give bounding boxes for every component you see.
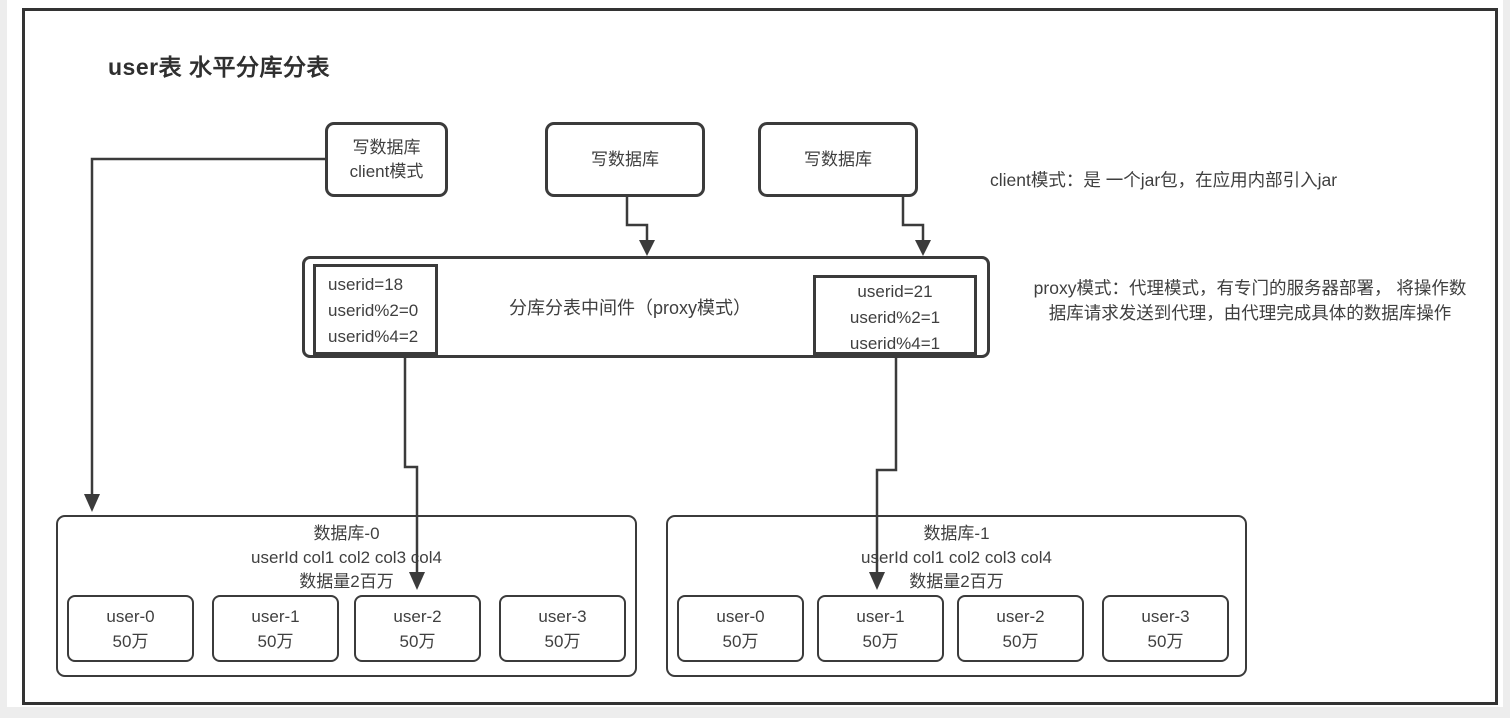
proxy-mode-note-line2: 据库请求发送到代理，由代理完成具体的数据库操作 [1048, 303, 1452, 323]
db0-table-user-3: user-3 50万 [499, 595, 626, 662]
database-1-header: 数据库-1 userId col1 col2 col3 col4 数据量2百万 [668, 522, 1245, 594]
middleware-label: 分库分表中间件（proxy模式） [508, 298, 751, 318]
write-db-middle-label: 写数据库 [591, 149, 659, 169]
write-db-right-label: 写数据库 [804, 149, 872, 169]
route-userid18-line1: userid=18 [328, 275, 404, 294]
table-size: 50万 [112, 631, 149, 651]
write-db-middle-box: 写数据库 [545, 122, 705, 197]
table-name: user-1 [251, 606, 300, 626]
write-db-client-line2: client模式 [349, 161, 424, 181]
write-db-right-box: 写数据库 [758, 122, 918, 197]
database-0-container: 数据库-0 userId col1 col2 col3 col4 数据量2百万 … [56, 515, 637, 677]
table-name: user-0 [716, 606, 765, 626]
client-mode-note: client模式：是 一个jar包，在应用内部引入jar [990, 170, 1338, 190]
database-0-volume: 数据量2百万 [299, 572, 394, 591]
database-1-schema: userId col1 col2 col3 col4 [861, 548, 1052, 567]
db1-table-user-1: user-1 50万 [817, 595, 944, 662]
route-userid21-line3: userid%4=1 [849, 334, 941, 353]
route-userid18-line2: userid%2=0 [328, 301, 419, 320]
proxy-mode-note-line1: proxy模式：代理模式，有专门的服务器部署， 将操作数 [1033, 278, 1467, 298]
db0-table-user-2: user-2 50万 [354, 595, 481, 662]
database-0-header: 数据库-0 userId col1 col2 col3 col4 数据量2百万 [58, 522, 635, 594]
route-userid18-box: userid=18 userid%2=0 userid%4=2 [313, 264, 438, 355]
db1-table-user-3: user-3 50万 [1102, 595, 1229, 662]
table-size: 50万 [257, 631, 294, 651]
write-db-client-line1: 写数据库 [352, 137, 421, 157]
route-userid21-line2: userid%2=1 [849, 308, 941, 327]
table-name: user-3 [1141, 606, 1190, 626]
table-size: 50万 [1002, 631, 1039, 651]
table-name: user-2 [393, 606, 442, 626]
table-size: 50万 [862, 631, 899, 651]
db0-table-user-1: user-1 50万 [212, 595, 339, 662]
db1-table-user-2: user-2 50万 [957, 595, 1084, 662]
write-db-client-box: 写数据库 client模式 [325, 122, 448, 197]
diagram-title: user表 水平分库分表 [108, 54, 330, 80]
proxy-mode-note: proxy模式：代理模式，有专门的服务器部署， 将操作数 据库请求发送到代理，由… [997, 276, 1503, 326]
table-name: user-3 [538, 606, 587, 626]
table-name: user-1 [856, 606, 905, 626]
table-name: user-2 [996, 606, 1045, 626]
table-size: 50万 [399, 631, 436, 651]
route-userid18-line3: userid%4=2 [328, 327, 419, 346]
route-userid21-box: userid=21 userid%2=1 userid%4=1 [813, 275, 977, 355]
page-margin-right [1503, 0, 1510, 718]
database-1-name: 数据库-1 [923, 524, 990, 543]
page-margin-left [0, 0, 7, 718]
db0-table-user-0: user-0 50万 [67, 595, 194, 662]
table-size: 50万 [722, 631, 759, 651]
route-userid21-line1: userid=21 [857, 282, 933, 301]
db1-table-user-0: user-0 50万 [677, 595, 804, 662]
table-size: 50万 [1147, 631, 1184, 651]
page-margin-bottom [0, 707, 1510, 718]
database-0-name: 数据库-0 [313, 524, 380, 543]
table-size: 50万 [544, 631, 581, 651]
database-1-container: 数据库-1 userId col1 col2 col3 col4 数据量2百万 … [666, 515, 1247, 677]
database-0-schema: userId col1 col2 col3 col4 [251, 548, 442, 567]
database-1-volume: 数据量2百万 [909, 572, 1004, 591]
table-name: user-0 [106, 606, 155, 626]
